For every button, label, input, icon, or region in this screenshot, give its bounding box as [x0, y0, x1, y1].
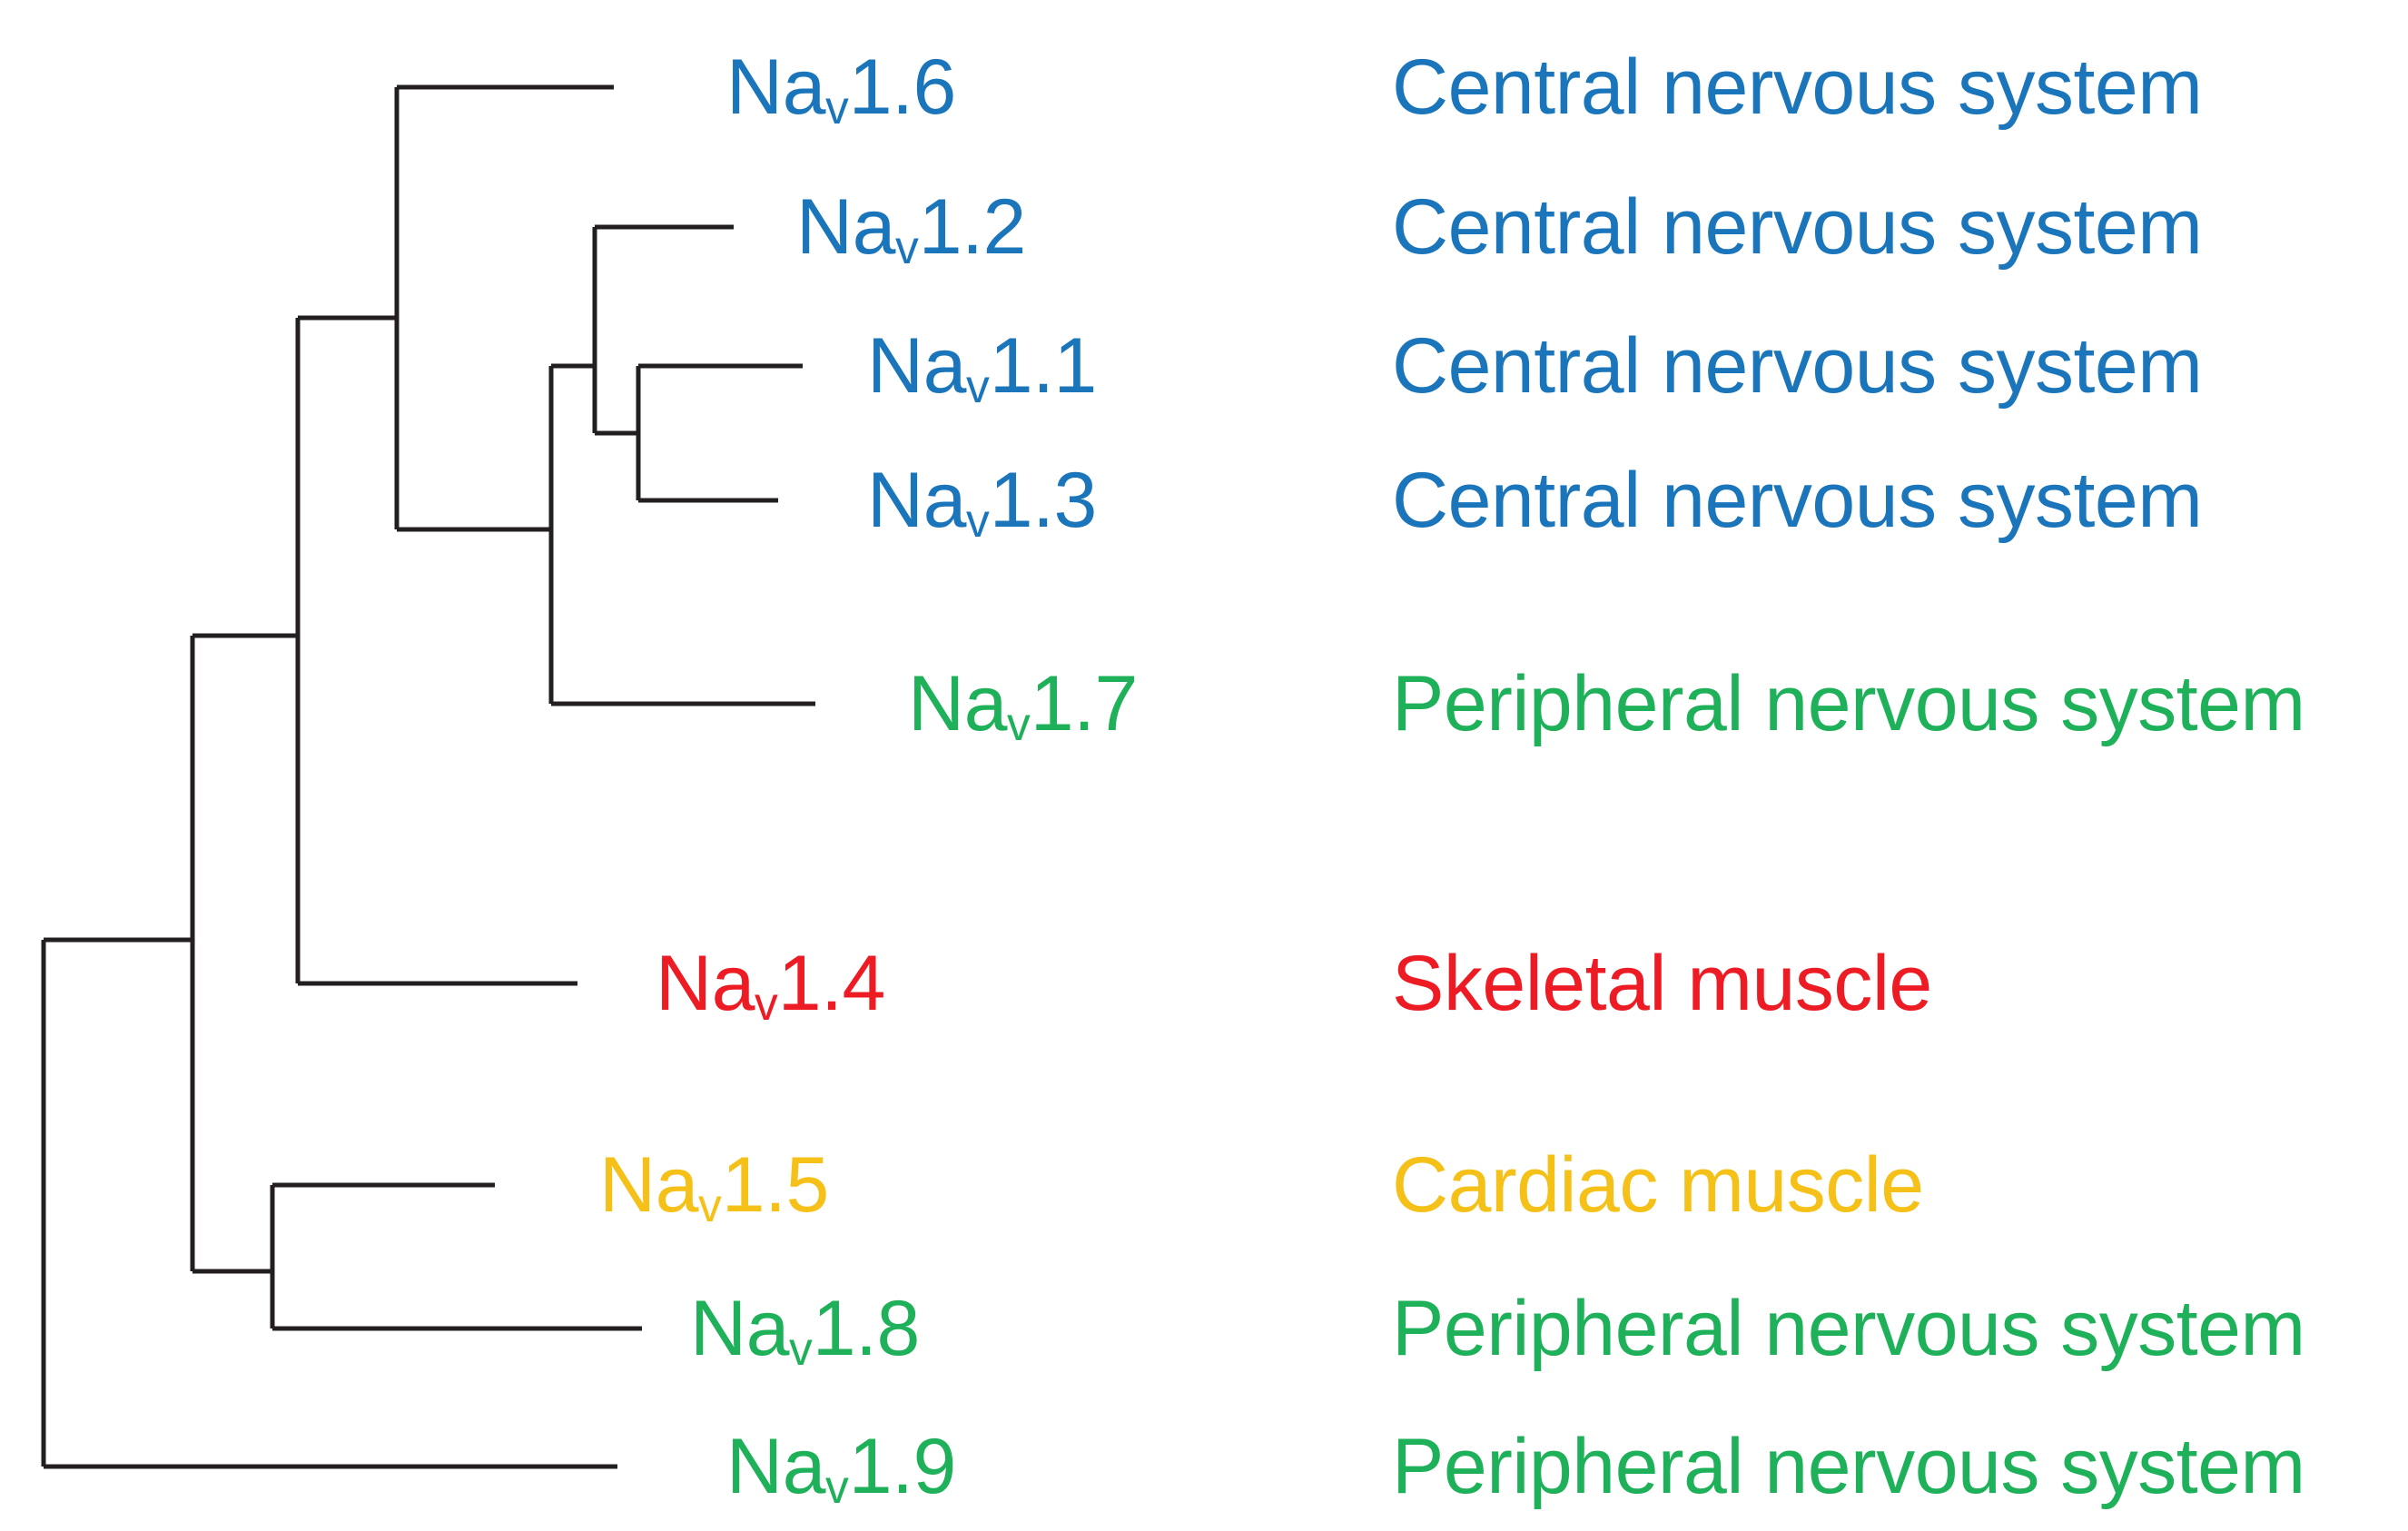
channel-suffix: 1.6	[848, 44, 957, 131]
tissue-label-nav1-4: Skeletal muscle	[1392, 940, 1932, 1027]
channel-suffix: 1.1	[989, 322, 1098, 410]
channel-label-nav1-2: Nav1.2	[796, 188, 1026, 271]
channel-subscript: v	[824, 81, 849, 134]
channel-label-nav1-9: Nav1.9	[726, 1427, 956, 1510]
channel-subscript: v	[965, 360, 990, 413]
tissue-label-nav1-3: Central nervous system	[1392, 457, 2203, 544]
channel-prefix: Na	[726, 1423, 825, 1510]
channel-suffix: 1.9	[848, 1423, 957, 1510]
tissue-label-nav1-5: Cardiac muscle	[1392, 1141, 1924, 1229]
tissue-label-nav1-9: Peripheral nervous system	[1392, 1423, 2305, 1510]
channel-prefix: Na	[599, 1141, 698, 1229]
tissue-label-nav1-2: Central nervous system	[1392, 183, 2203, 271]
channel-suffix: 1.8	[812, 1285, 921, 1372]
tree-vertical-branches	[41, 87, 641, 1467]
channel-label-nav1-4: Nav1.4	[656, 944, 885, 1027]
channel-suffix: 1.5	[721, 1141, 830, 1229]
tissue-label-nav1-7: Peripheral nervous system	[1392, 660, 2305, 747]
tissue-label-nav1-6: Central nervous system	[1392, 44, 2203, 131]
channel-subscript: v	[824, 1460, 849, 1514]
channel-label-nav1-7: Nav1.7	[908, 665, 1138, 747]
channel-subscript: v	[1006, 697, 1031, 751]
channel-prefix: Na	[867, 457, 966, 544]
channel-label-nav1-8: Nav1.8	[690, 1289, 920, 1372]
channel-subscript: v	[965, 494, 990, 548]
channel-subscript: v	[788, 1322, 813, 1376]
tissue-label-nav1-1: Central nervous system	[1392, 322, 2203, 410]
channel-prefix: Na	[656, 940, 755, 1027]
channel-prefix: Na	[726, 44, 825, 131]
channel-label-nav1-6: Nav1.6	[726, 48, 956, 131]
channel-label-nav1-5: Nav1.5	[599, 1146, 829, 1229]
channel-subscript: v	[754, 977, 778, 1031]
channel-label-nav1-1: Nav1.1	[867, 327, 1097, 410]
channel-label-nav1-3: Nav1.3	[867, 461, 1097, 544]
tree-horizontal-branches	[44, 84, 815, 1469]
channel-suffix: 1.2	[918, 183, 1027, 271]
channel-prefix: Na	[690, 1285, 789, 1372]
channel-prefix: Na	[796, 183, 895, 271]
channel-subscript: v	[894, 221, 919, 274]
tissue-label-nav1-8: Peripheral nervous system	[1392, 1285, 2305, 1372]
channel-prefix: Na	[867, 322, 966, 410]
channel-suffix: 1.3	[989, 457, 1098, 544]
channel-prefix: Na	[908, 660, 1007, 747]
channel-suffix: 1.4	[777, 940, 886, 1027]
channel-suffix: 1.7	[1030, 660, 1139, 747]
channel-subscript: v	[697, 1179, 722, 1232]
